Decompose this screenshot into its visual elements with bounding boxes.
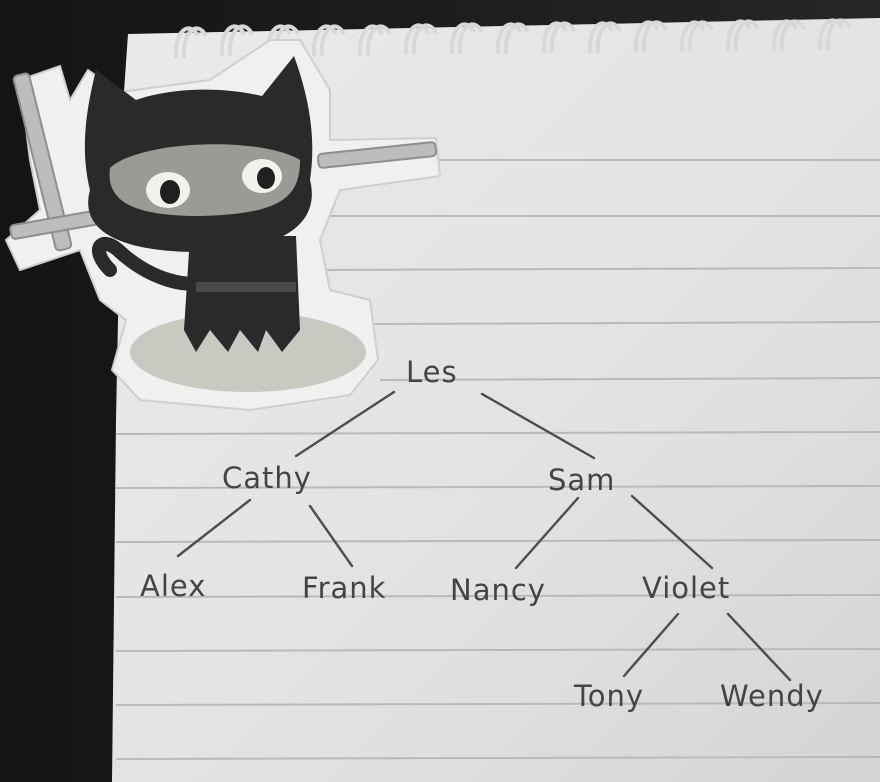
node-wendy: Wendy <box>720 679 824 713</box>
tree-edges <box>176 390 792 682</box>
edge-cathy-frank <box>308 504 354 568</box>
family-tree-labels: Les Cathy Sam Alex Frank Nancy Violet To… <box>140 355 824 713</box>
node-nancy: Nancy <box>450 573 546 607</box>
spiral-binding <box>173 18 852 59</box>
node-violet: Violet <box>642 571 730 605</box>
edge-cathy-alex <box>176 498 252 558</box>
edge-violet-tony <box>622 612 680 678</box>
node-tony: Tony <box>573 679 644 713</box>
node-les: Les <box>406 355 458 389</box>
edge-les-sam <box>480 392 596 460</box>
node-cathy: Cathy <box>222 461 312 495</box>
edge-les-cathy <box>294 390 396 458</box>
node-frank: Frank <box>302 571 386 605</box>
edge-violet-wendy <box>726 612 792 682</box>
node-alex: Alex <box>140 569 206 603</box>
node-sam: Sam <box>548 463 615 497</box>
edge-sam-violet <box>630 494 714 570</box>
ruled-lines <box>115 159 880 760</box>
octocat-ninja-sticker <box>4 39 442 412</box>
edge-sam-nancy <box>514 496 580 570</box>
